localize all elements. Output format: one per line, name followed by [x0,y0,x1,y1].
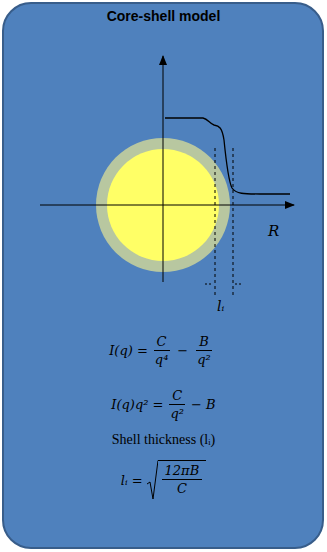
denominator: q⁴ [152,351,172,367]
equation: lᵢ = 12πB C [0,460,327,500]
radical-sign [147,460,158,500]
x-axis [40,205,294,206]
equation-term: − B [191,397,216,412]
fraction: 12πB C [162,463,203,500]
equation-term: I(q)q² = [111,397,163,412]
thickness-tick [235,284,243,285]
denominator: q² [194,351,214,367]
caption-row: Shell thickness (lᵢ) [0,432,327,448]
dashed-line [233,148,234,295]
y-axis [163,56,164,282]
density-profile [165,118,290,194]
thickness-tick [205,284,213,285]
panel [3,3,323,548]
equation-term: lᵢ = [121,473,143,488]
radicand: 12πB C [158,460,207,500]
numerator: B [196,334,212,351]
section-label: Shell thickness (lᵢ) [112,432,215,448]
numerator: C [154,334,170,351]
square-root: 12πB C [147,460,207,500]
thickness-label: lᵢ [217,298,224,314]
operator: − [177,343,188,358]
axis-label: R [268,222,279,240]
title: Core-shell model [0,8,327,24]
fraction: C q² [168,388,188,421]
dashed-line [215,148,216,295]
numerator: 12πB [162,463,203,480]
denominator: q² [168,405,188,421]
denominator: C [174,480,190,496]
equation: I(q) = C q⁴ − B q² [0,334,327,367]
equation-term: I(q) = [109,343,148,358]
fraction: C q⁴ [152,334,172,367]
numerator: C [169,388,185,405]
fraction: B q² [194,334,214,367]
equation: I(q)q² = C q² − B [0,388,327,421]
